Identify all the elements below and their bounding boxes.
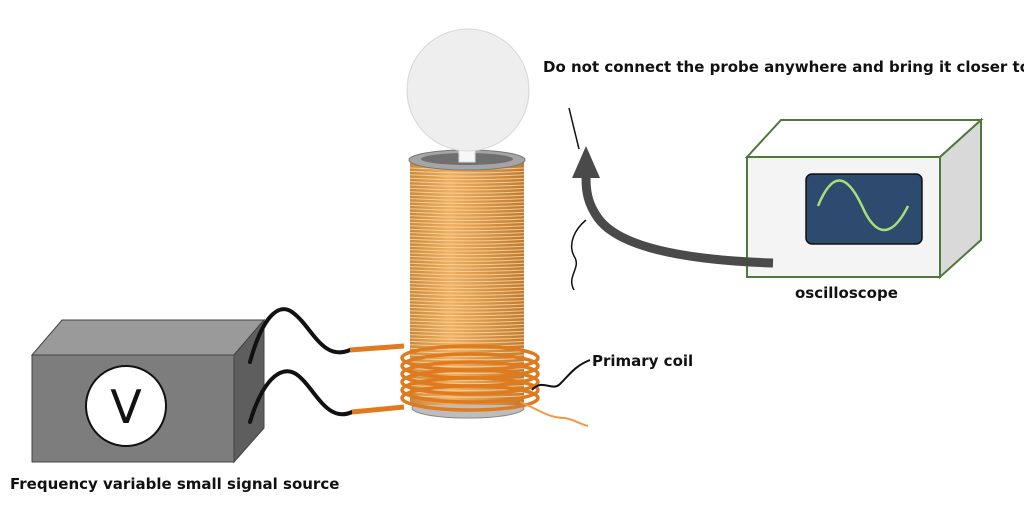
probe-antenna — [568, 107, 580, 150]
secondary-winding-turn — [409, 198, 525, 201]
secondary-winding-turn — [409, 334, 525, 337]
secondary-winding-turn — [409, 245, 525, 249]
secondary-winding-turn — [409, 181, 525, 184]
secondary-winding-turn — [409, 204, 525, 208]
secondary-winding-turn — [409, 187, 525, 191]
primary-coil-turn — [400, 384, 540, 412]
secondary-winding-turn — [409, 306, 525, 310]
secondary-winding-turn — [409, 262, 525, 266]
primary-coil-pointer — [531, 359, 591, 391]
oscilloscope — [744, 117, 984, 280]
secondary-winding-turn — [409, 191, 525, 194]
secondary-winding-turn — [409, 276, 525, 279]
voltmeter-symbol-letter: V — [110, 380, 142, 434]
secondary-winding-turn — [409, 323, 525, 327]
secondary-winding-turn — [409, 238, 525, 242]
probe-instruction-note: Do not connect the probe anywhere and br… — [543, 58, 1024, 76]
secondary-winding-turn — [409, 313, 525, 317]
secondary-winding-turn — [409, 232, 525, 235]
secondary-winding-turn — [409, 177, 525, 181]
secondary-winding-turn — [409, 300, 525, 303]
primary-coil — [400, 344, 589, 427]
secondary-winding-turn — [409, 337, 525, 340]
secondary-winding-turn — [409, 170, 525, 174]
secondary-winding-turn — [409, 208, 525, 211]
probe-ground-lead — [570, 219, 587, 291]
signal-source-box: V — [30, 318, 266, 464]
secondary-winding-turn — [409, 184, 525, 187]
secondary-winding-turn — [409, 194, 525, 198]
probe-cable — [581, 177, 774, 268]
secondary-winding-turn — [409, 225, 525, 228]
secondary-winding-turn — [409, 242, 525, 245]
secondary-winding-turn — [409, 279, 525, 283]
secondary-winding-turn — [409, 303, 525, 306]
tesla-coil — [406, 28, 530, 419]
secondary-winding-turn — [409, 320, 525, 323]
secondary-winding-turn — [409, 269, 525, 272]
secondary-winding-turn — [409, 310, 525, 313]
secondary-winding-turn — [409, 327, 525, 330]
signal-source-top-face — [30, 319, 266, 356]
secondary-winding-turn — [409, 201, 525, 204]
secondary-winding-turn — [409, 283, 525, 286]
secondary-winding-turn — [409, 211, 525, 215]
primary-coil-turn — [400, 376, 540, 404]
secondary-winding-turn — [409, 228, 525, 232]
secondary-winding-turn — [409, 252, 525, 255]
secondary-winding-turn — [409, 317, 525, 320]
secondary-winding-turn — [409, 255, 525, 259]
primary-coil-turn — [400, 368, 540, 396]
secondary-winding-turn — [409, 215, 525, 218]
secondary-winding-turn — [409, 272, 525, 276]
primary-lead-upper — [349, 343, 405, 353]
secondary-winding-turn — [409, 249, 525, 252]
secondary-winding-turn — [409, 221, 525, 225]
primary-coil-label: Primary coil — [592, 352, 693, 370]
source-lead-lower — [248, 369, 354, 424]
signal-source-label: Frequency variable small signal source — [10, 475, 339, 493]
source-lead-upper — [248, 307, 352, 364]
oscilloscope-label: oscilloscope — [795, 284, 898, 302]
secondary-winding-turn — [409, 395, 525, 398]
secondary-winding-turn — [409, 259, 525, 262]
voltmeter-symbol — [85, 365, 167, 447]
secondary-winding-turn — [409, 235, 525, 238]
secondary-winding-turn — [409, 340, 525, 344]
secondary-winding-turn — [409, 293, 525, 296]
secondary-coil-windings — [409, 167, 525, 398]
secondary-winding-turn — [409, 174, 525, 177]
probe-arrowhead — [572, 146, 600, 178]
primary-lead-lower — [351, 404, 405, 415]
primary-coil-tail — [519, 401, 589, 427]
topload-sphere — [406, 28, 530, 152]
secondary-winding-turn — [409, 218, 525, 221]
secondary-winding-turn — [409, 330, 525, 334]
oscilloscope-waveform — [816, 179, 910, 232]
secondary-winding-turn — [409, 296, 525, 300]
secondary-winding-turn — [409, 286, 525, 289]
secondary-winding-turn — [409, 289, 525, 293]
secondary-winding-turn — [409, 266, 525, 269]
